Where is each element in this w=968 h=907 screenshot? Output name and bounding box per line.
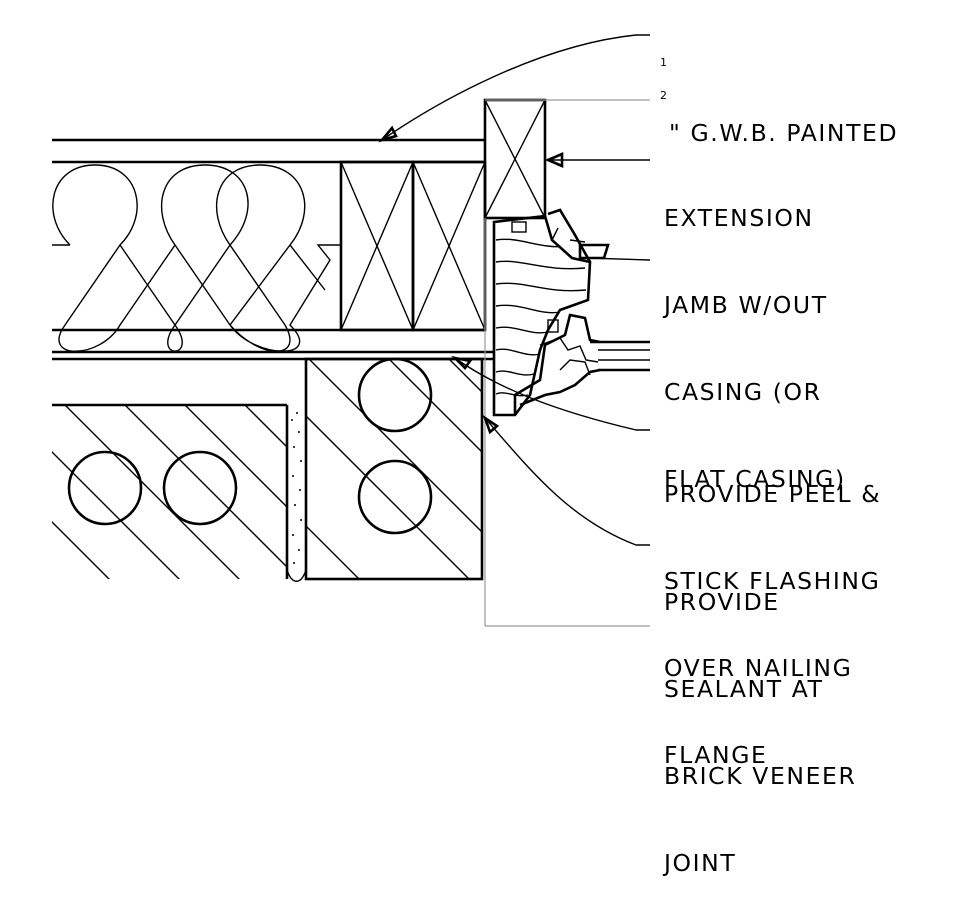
sealant-line-4: JOINT <box>664 849 737 877</box>
brick-veneer-left <box>52 403 289 579</box>
wood-header <box>339 160 487 332</box>
gwb-text: " G.W.B. PAINTED <box>669 119 899 147</box>
sheathing <box>52 328 494 361</box>
sealant-line-1: PROVIDE <box>664 588 780 616</box>
gwb-fraction-den: 2 <box>660 89 669 102</box>
flashing-line-2: STICK FLASHING <box>664 567 881 595</box>
note-gwb: 1 2 " G.W.B. PAINTED <box>660 32 898 177</box>
extension-jamb-line-1: EXTENSION <box>664 204 814 232</box>
note-sealant: PROVIDE SEALANT AT BRICK VENEER JOINT <box>664 530 856 907</box>
window-head-detail-drawing <box>52 34 651 627</box>
sealant-line-2: SEALANT AT <box>664 675 824 703</box>
reference-lines <box>484 99 650 627</box>
flashing-line-1: PROVIDE PEEL & <box>664 480 882 508</box>
leader-lines <box>378 34 651 546</box>
extension-jamb-line-2: JAMB W/OUT <box>664 291 828 319</box>
window-sash <box>513 243 650 415</box>
gwb-fraction: 1 2 <box>660 35 680 123</box>
extension-jamb-line-3: CASING (OR <box>664 378 822 406</box>
mortar-joint <box>286 359 307 582</box>
extension-jamb <box>483 98 547 220</box>
extension-jamb-line-4: FLAT CASING) <box>664 465 846 493</box>
batt-insulation <box>52 164 340 352</box>
gypsum-board <box>52 138 485 164</box>
note-extension-jamb: EXTENSION JAMB W/OUT CASING (OR FLAT CAS… <box>664 146 846 523</box>
gwb-fraction-num: 1 <box>660 56 669 69</box>
brick-veneer-right <box>304 357 484 581</box>
sealant-line-3: BRICK VENEER <box>664 762 857 790</box>
